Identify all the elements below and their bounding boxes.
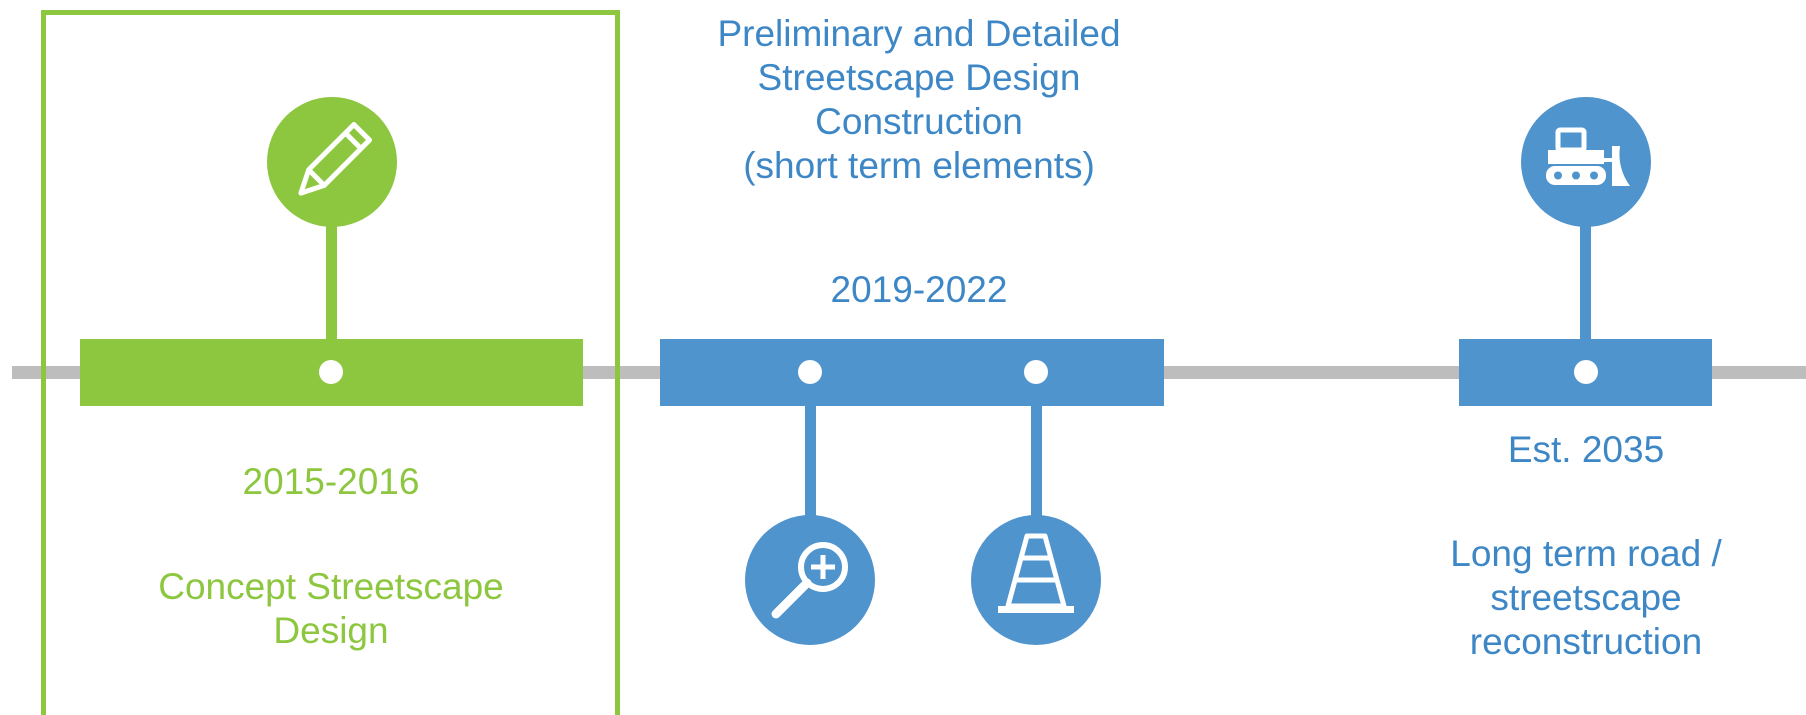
design-construction-description-line-2: Streetscape Design <box>757 57 1081 98</box>
traffic-cone-icon <box>971 515 1101 645</box>
concept-phase-marker <box>80 97 583 406</box>
design-construction-description-line-1: Preliminary and Detailed <box>717 13 1121 54</box>
construction-stem <box>1031 395 1042 530</box>
pencil-icon <box>267 97 397 227</box>
reconstruction-stem <box>1580 200 1591 350</box>
concept-period: 2015-2016 <box>242 461 420 502</box>
design-construction-description-label: Preliminary and Detailed Streetscape Des… <box>635 12 1203 188</box>
concept-description-line-2: Design <box>273 610 389 651</box>
magnify-plus-icon <box>745 515 875 645</box>
design-construction-period: 2019-2022 <box>830 269 1008 310</box>
design-dot <box>798 360 822 384</box>
reconstruction-description-line-2: streetscape <box>1490 577 1682 618</box>
design-stem <box>805 395 816 530</box>
reconstruction-period: Est. 2035 <box>1507 429 1665 470</box>
reconstruction-period-label: Est. 2035 <box>1420 428 1752 472</box>
design-construction-description-line-4: (short term elements) <box>743 145 1095 186</box>
concept-description-label: Concept Streetscape Design <box>100 565 562 653</box>
concept-highlight-frame <box>41 10 620 715</box>
concept-period-label: 2015-2016 <box>130 460 532 504</box>
concept-stem <box>326 200 337 350</box>
design-construction-phase-marker <box>660 339 1164 645</box>
concept-dot <box>319 360 343 384</box>
bulldozer-icon <box>1521 97 1651 227</box>
concept-description-line-1: Concept Streetscape <box>158 566 504 607</box>
reconstruction-description-line-1: Long term road / <box>1450 533 1722 574</box>
reconstruction-dot <box>1574 360 1598 384</box>
reconstruction-phase-marker <box>1459 97 1712 406</box>
design-construction-period-label: 2019-2022 <box>735 268 1103 312</box>
reconstruction-description-line-3: reconstruction <box>1469 621 1703 662</box>
design-construction-bar <box>660 339 1164 406</box>
design-construction-description-line-3: Construction <box>815 101 1023 142</box>
reconstruction-description-label: Long term road / streetscape reconstruct… <box>1390 532 1782 664</box>
construction-dot <box>1024 360 1048 384</box>
